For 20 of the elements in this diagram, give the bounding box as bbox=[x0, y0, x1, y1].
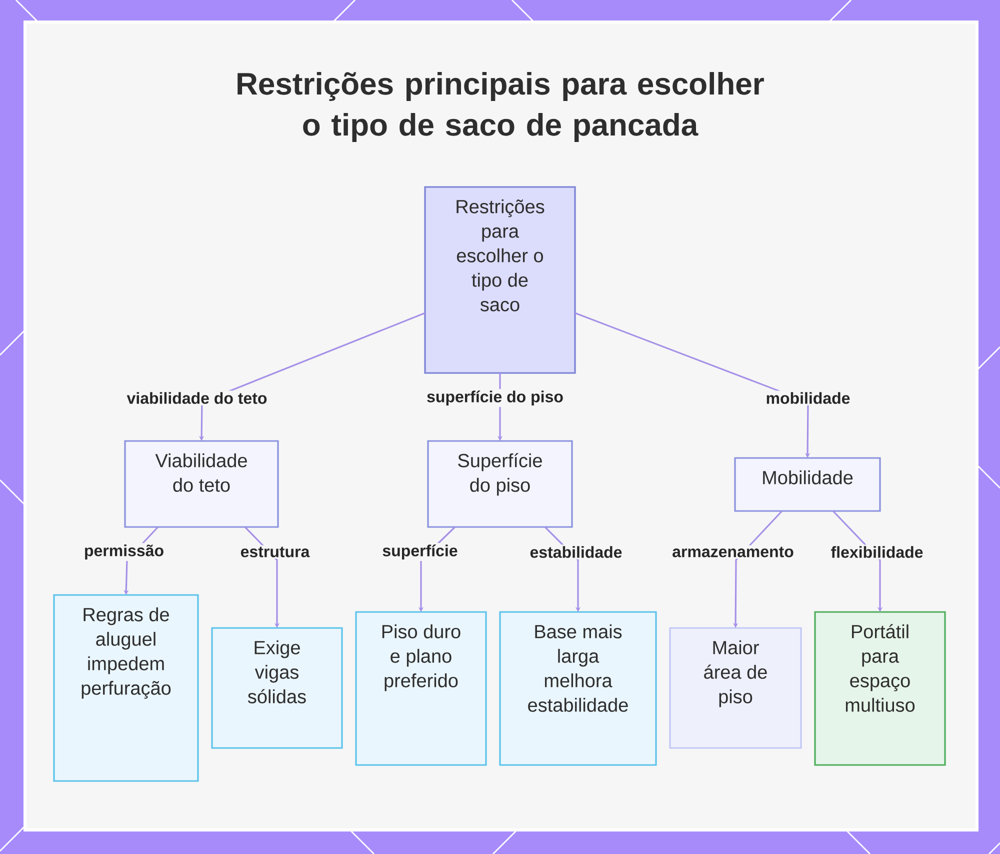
category-box: Viabilidade do teto bbox=[124, 440, 279, 528]
detail-box: Maior área de piso bbox=[669, 627, 802, 749]
edge-label: flexibilidade bbox=[829, 544, 925, 560]
edge-label: superfície bbox=[380, 542, 460, 562]
edge-label: estrutura bbox=[238, 545, 312, 559]
edge-label: viabilidade do teto bbox=[125, 390, 269, 406]
category-box: Superfície do piso bbox=[427, 440, 573, 528]
title: Restrições principais para escolher o tipo de saco de pancada bbox=[238, 72, 764, 142]
detail-box: Exige vigas sólidas bbox=[211, 627, 343, 749]
edge-label: estabilidade bbox=[528, 544, 624, 560]
category-box: Mobilidade bbox=[734, 457, 881, 512]
edge-label: permissão bbox=[82, 543, 166, 561]
edge-label: superfície do piso bbox=[425, 388, 565, 408]
detail-box: Portátil para espaço multiuso bbox=[814, 611, 946, 766]
edge-label: mobilidade bbox=[764, 390, 852, 406]
detail-box: Base mais larga melhora estabilidade bbox=[499, 611, 657, 766]
topic-box: Restrições para escolher o tipo de saco bbox=[424, 186, 576, 374]
edge-label: armazenamento bbox=[670, 545, 796, 559]
detail-box: Regras de aluguel impedem perfuração bbox=[53, 594, 199, 782]
detail-box: Piso duro e plano preferido bbox=[355, 611, 487, 766]
